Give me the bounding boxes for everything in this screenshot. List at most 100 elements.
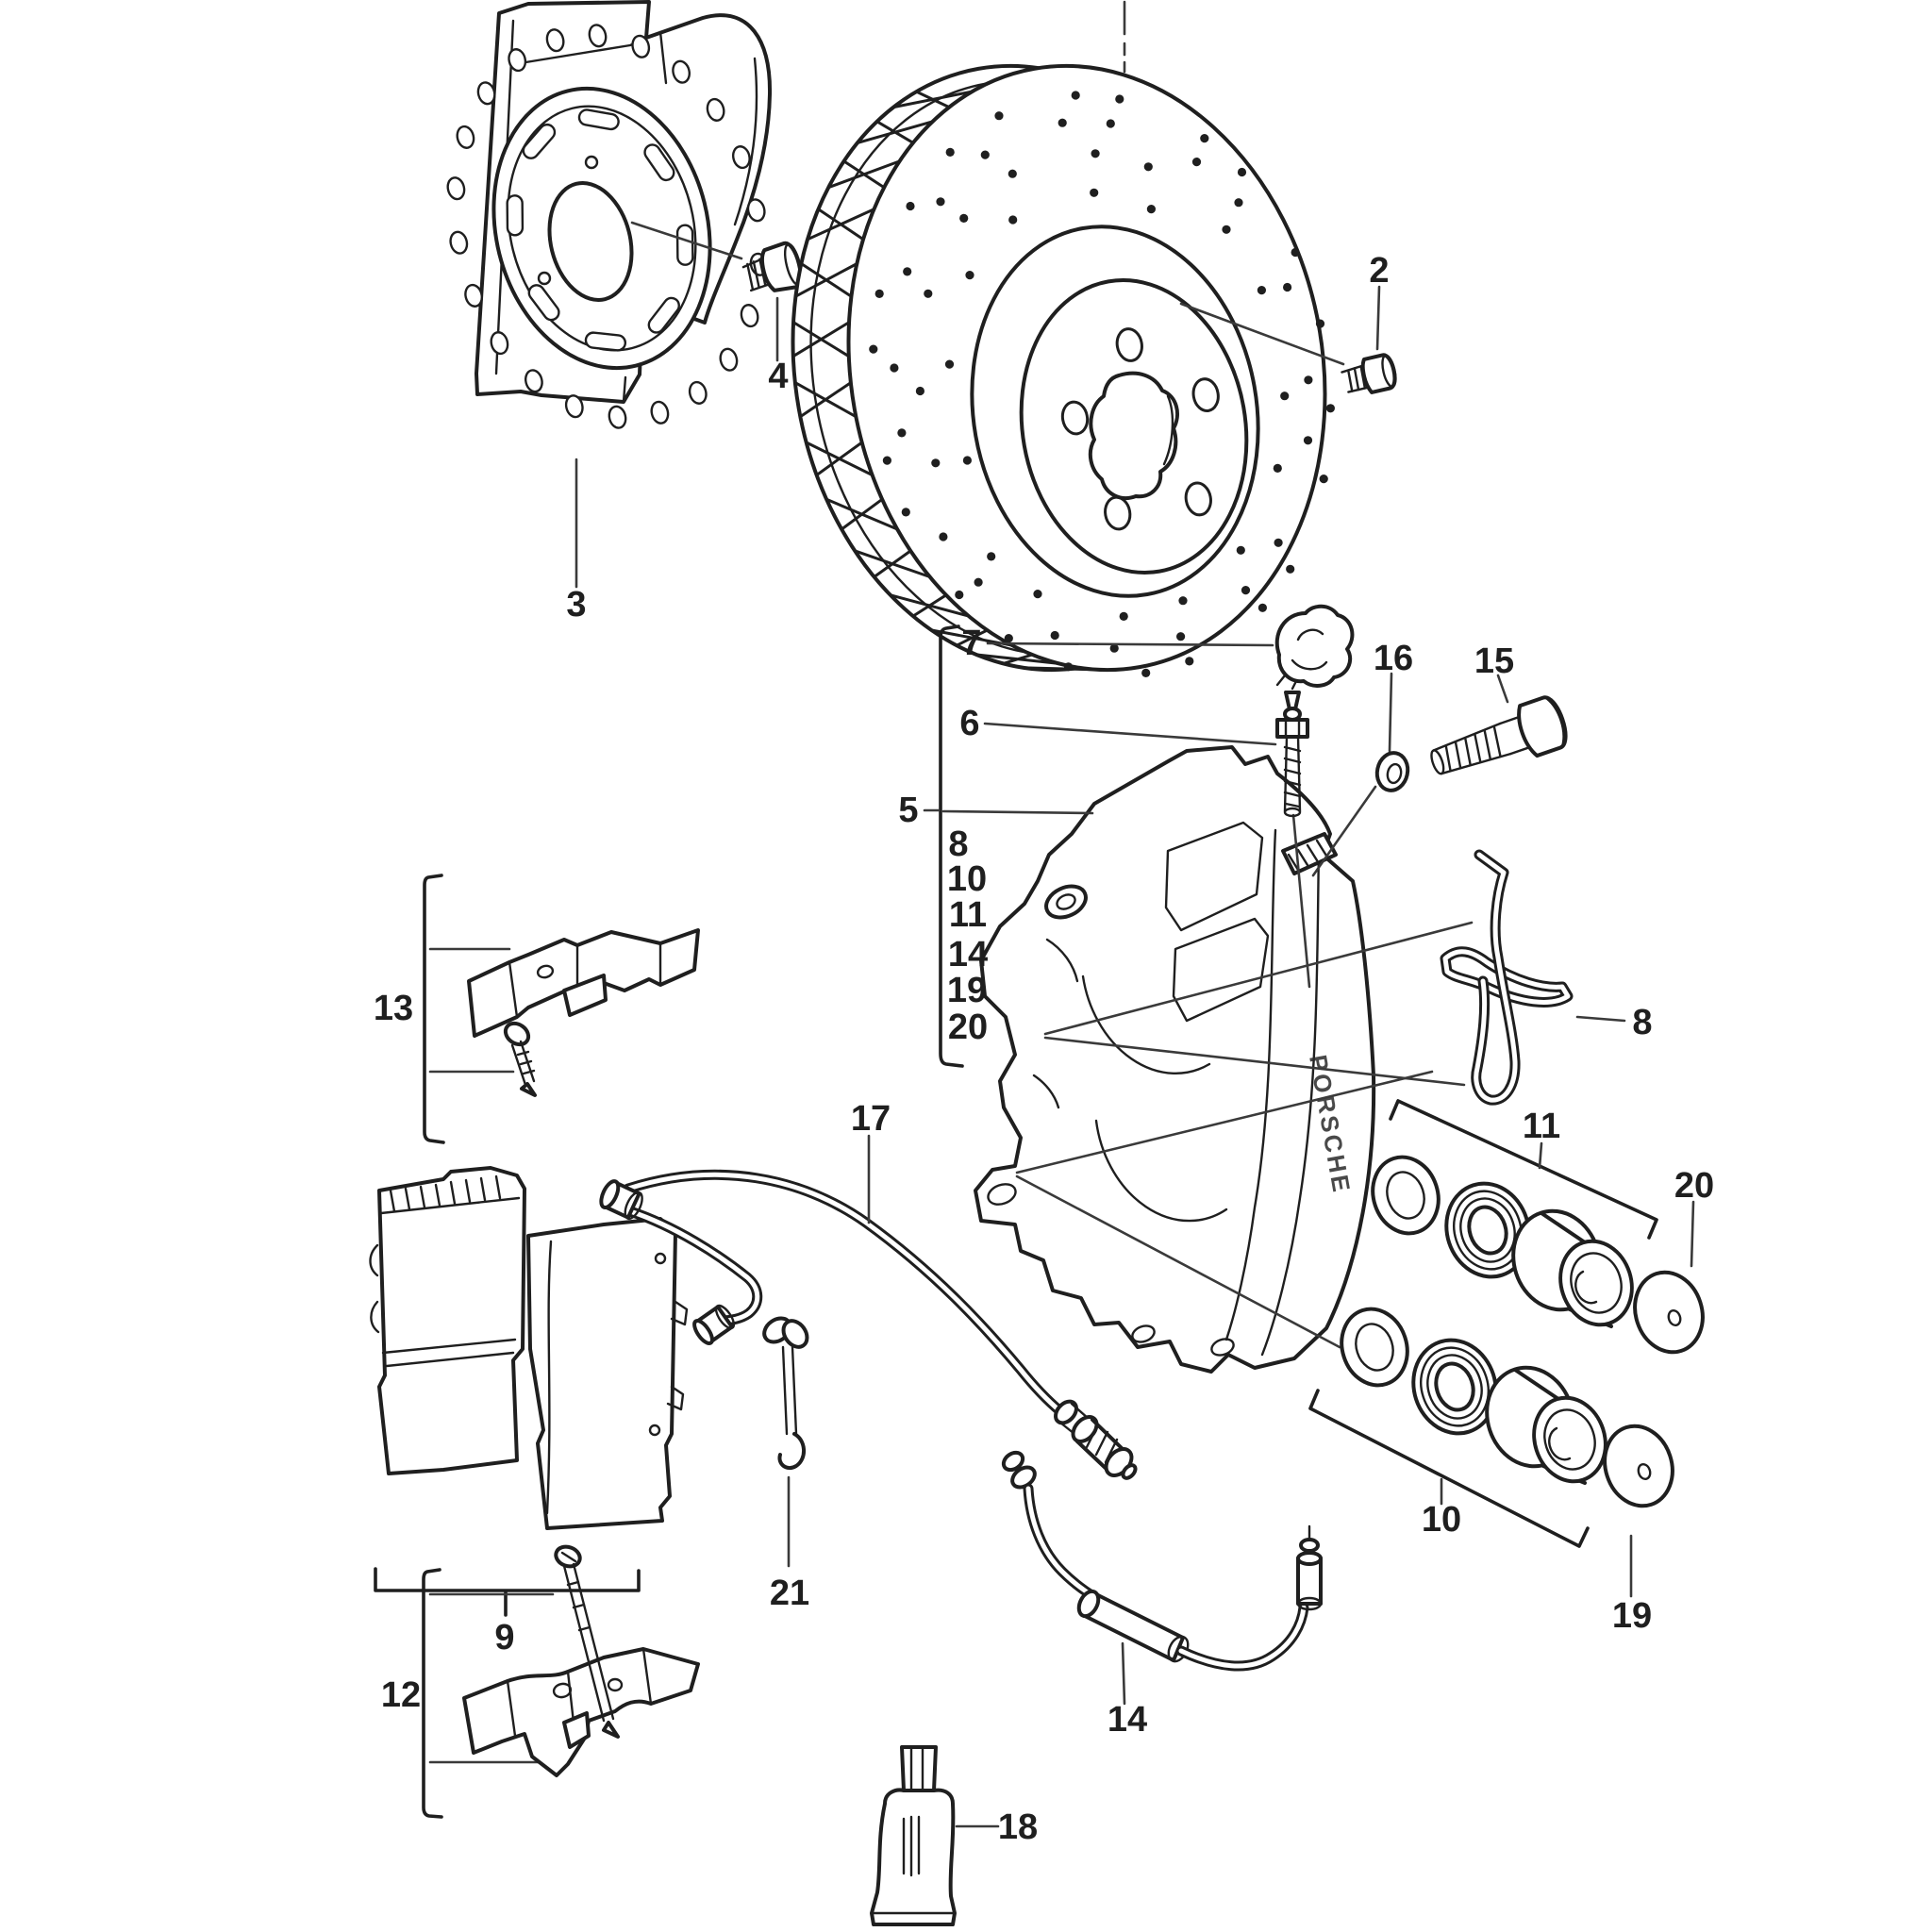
cable-grommet-2 [692,1304,736,1346]
hose-fitting-upper [1001,1450,1037,1490]
caliper-bore-arc-1 [1081,974,1211,1074]
part-labels: 2 3 4 5 6 7 8 10 11 14 19 20 16 15 8 11 … [374,251,1714,1847]
disc-drill-holes [869,91,1335,678]
splash-shield [446,0,803,589]
part-label-17: 17 [851,1099,891,1139]
part-label-13: 13 [374,989,413,1028]
leader-part5 [923,808,1094,815]
bracket-part13 [423,874,445,1144]
part-label-20-row: 20 [1674,1166,1714,1206]
cable-grommet-1 [599,1179,643,1221]
retaining-pin-21 [762,1316,809,1568]
part-label-18: 18 [998,1807,1038,1847]
part-label-8-spring: 8 [1632,1003,1652,1042]
brake-disc [791,0,1397,678]
shield-small-hole-2 [537,271,552,286]
leader-label11-row [1538,1141,1543,1170]
leader-part7 [986,641,1274,647]
caliper-label-group [923,625,1277,1068]
caliper-lug-lower-hole [987,1183,1017,1206]
part-label-6: 6 [959,704,979,743]
part-label-7: 7 [961,624,981,663]
seal-ring-upper [1371,1155,1441,1236]
shield-small-hole-1 [584,155,599,170]
retaining-plate-12 [422,1544,700,1819]
shield-ring-inner [507,105,697,352]
leader-part6 [983,722,1277,746]
part-label-19-row: 19 [1612,1596,1652,1636]
washer-16 [1311,672,1410,877]
part-label-16: 16 [1374,639,1413,678]
bolt-2 [1341,353,1397,394]
cable-connector [1054,1399,1138,1480]
hose-fitting-right [1296,1524,1323,1611]
hub-center-cutout [1088,371,1179,500]
leaders-part12 [428,1592,555,1764]
shield-center-bore [547,181,634,302]
bracket-row11 [1389,1099,1658,1240]
bracket-part9 [374,1567,641,1617]
caliper-pad-window-1 [1164,821,1264,932]
part-label-15: 15 [1474,641,1514,681]
shield-top-fold2 [658,30,668,85]
part-label-11-list: 11 [949,895,987,935]
plate13-screw [503,1021,537,1097]
leader-label8-spring [1575,1015,1626,1023]
grease-tube-18 [870,1745,1000,1926]
part-label-14-list: 14 [948,935,988,974]
leader-bolt4 [630,221,743,260]
brake-hose-14 [1001,1450,1323,1706]
plate12-screw [554,1544,620,1739]
washer-pointer-line [1311,785,1377,877]
seal-ring-lower [1340,1307,1409,1388]
piston-lower [1485,1365,1607,1485]
caliper-lug-upper [1044,884,1088,920]
bracket-row10 [1308,1389,1590,1548]
part-label-11-row: 11 [1523,1107,1560,1146]
caliper-bleeder-boss [1281,832,1338,875]
piston-upper [1511,1208,1634,1328]
part-label-10-row: 10 [1422,1500,1461,1540]
part-label-19-list: 19 [947,971,987,1010]
hub-cutout-shadow [1162,394,1174,466]
bore-pointer-lower [1015,1070,1434,1349]
bore-pointer-upper [1043,921,1474,1087]
part-label-21: 21 [770,1574,809,1613]
shield-slots [506,108,694,352]
hose-sleeve [1076,1589,1190,1663]
bleeder-valve-6 [1275,691,1309,818]
bleeder-pointer-line [1291,813,1311,989]
piston-row-upper [1371,1099,1705,1355]
piston-row-lower [1308,1307,1674,1598]
caliper-face-ridge-2 [1260,847,1321,1357]
leader-label15 [1496,674,1509,704]
leader-label16 [1388,672,1393,753]
part-label-12: 12 [381,1675,421,1715]
brake-caliper: PORSCHE [974,745,1474,1374]
caliper-foot-hole-2 [1210,1338,1235,1357]
bracket-part12 [422,1568,443,1819]
brake-pad-right [526,1217,689,1530]
caliper-detail-arcs [1032,938,1079,1109]
pad-spring-8 [1440,849,1626,1106]
caliper-bore-arc-2 [1094,1119,1228,1223]
part-label-5: 5 [898,791,918,830]
leader-label14 [1121,1641,1126,1706]
caliper-foot-hole-1 [1131,1324,1156,1343]
part-label-14-hose: 14 [1108,1700,1147,1740]
part-label-2: 2 [1369,251,1389,291]
brake-pads [369,1166,689,1617]
retaining-plate-13 [423,874,700,1144]
leader-label2 [1375,285,1381,351]
leader-label20-row [1690,1200,1695,1268]
caliper-lug-upper-hole [1056,893,1076,910]
leaders-part13 [428,947,515,1074]
retainer-clip-7 [1274,604,1355,691]
caliper-pad-window-2 [1172,917,1270,1023]
part-label-4: 4 [768,357,788,396]
bracket-part5 [939,625,964,1068]
brake-pad-left [369,1166,526,1475]
sensor-cable-17 [599,1134,1138,1480]
